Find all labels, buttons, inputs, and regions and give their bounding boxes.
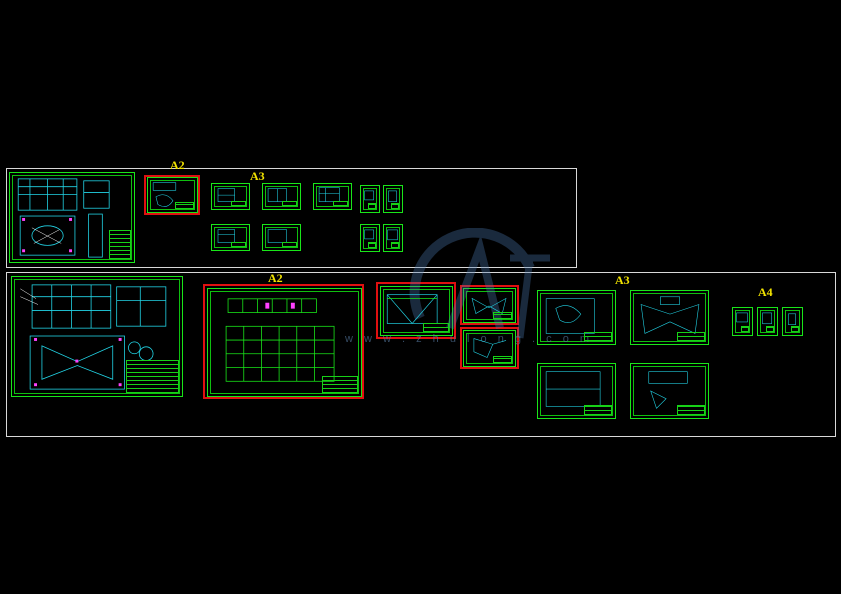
drawing-lines <box>20 284 167 390</box>
top-sheet-group-frame <box>6 168 577 268</box>
drawing-sheet-top-a3-2[interactable] <box>262 183 301 210</box>
drawing-lines <box>152 182 177 207</box>
drawing-sheet-bottom-a2-large[interactable] <box>207 288 362 397</box>
highlight-box-bottom-a2-4 <box>460 327 519 369</box>
drawing-lines <box>217 188 235 202</box>
drawing-lines <box>364 229 374 240</box>
drawing-lines <box>386 294 438 324</box>
title-block <box>676 331 705 341</box>
drawing-lines <box>473 338 507 358</box>
title-block <box>422 323 449 332</box>
drawing-sheet-bottom-a3-4[interactable] <box>630 363 709 419</box>
drawing-lines <box>217 229 235 243</box>
drawing-lines <box>545 298 595 334</box>
drawing-sheet-top-a2[interactable] <box>147 177 198 213</box>
drawing-sheet-bottom-a3-1[interactable] <box>537 290 616 345</box>
drawing-lines <box>17 178 110 258</box>
title-block <box>740 326 749 332</box>
drawing-lines <box>762 312 772 325</box>
title-block <box>583 405 612 415</box>
watermark-url: w w w . z h u l o n g . c o m <box>345 333 594 345</box>
drawing-lines <box>267 188 287 202</box>
drawing-lines <box>267 229 287 243</box>
size-label-bottom-a4: A4 <box>758 285 773 299</box>
drawing-sheet-top-a4-1[interactable] <box>360 185 380 213</box>
highlight-box-bottom-a2-3 <box>460 285 519 325</box>
title-block <box>126 360 179 393</box>
drawing-lines <box>225 298 335 382</box>
drawing-lines <box>736 312 748 323</box>
size-label-bottom-a2: A2 <box>268 271 283 285</box>
highlight-box-top-a2 <box>144 175 200 215</box>
drawing-lines <box>545 371 601 407</box>
drawing-sheet-bottom-a4-2[interactable] <box>757 307 778 336</box>
title-block <box>282 241 297 247</box>
drawing-sheet-bottom-a2-2[interactable] <box>380 286 453 336</box>
drawing-sheet-bottom-a2-3[interactable] <box>463 288 516 323</box>
drawing-sheet-top-main[interactable] <box>9 172 135 263</box>
title-block <box>790 326 799 332</box>
bottom-sheet-group-frame <box>6 272 836 437</box>
drawing-lines <box>318 187 340 202</box>
drawing-sheet-bottom-a4-3[interactable] <box>782 307 803 336</box>
title-block <box>367 242 376 248</box>
drawing-sheet-bottom-main[interactable] <box>11 276 183 397</box>
title-block <box>175 202 194 209</box>
title-block <box>583 331 612 341</box>
title-block <box>231 241 246 247</box>
title-block <box>322 376 358 393</box>
drawing-sheet-bottom-a3-2[interactable] <box>630 290 709 345</box>
title-block <box>109 230 131 259</box>
drawing-sheet-bottom-a3-3[interactable] <box>537 363 616 419</box>
drawing-sheet-bottom-a2-4[interactable] <box>463 330 516 367</box>
drawing-lines <box>788 313 796 325</box>
drawing-lines <box>648 371 688 409</box>
drawing-lines <box>364 190 374 201</box>
title-block <box>492 356 512 363</box>
title-block <box>367 203 376 209</box>
title-block <box>333 200 348 206</box>
highlight-box-bottom-a2-2 <box>376 282 456 339</box>
drawing-sheet-top-a4-2[interactable] <box>383 185 403 213</box>
size-label-bottom-a3: A3 <box>615 273 630 287</box>
drawing-sheet-top-a3-4[interactable] <box>211 224 250 251</box>
title-block <box>231 200 246 206</box>
drawing-lines <box>388 190 397 202</box>
highlight-box-bottom-a2-large <box>203 284 364 399</box>
title-block <box>282 200 297 206</box>
drawing-sheet-top-a3-5[interactable] <box>262 224 301 251</box>
title-block <box>676 405 705 415</box>
title-block <box>492 312 512 319</box>
size-label-top-a2: A2 <box>170 158 185 172</box>
drawing-sheet-bottom-a4-1[interactable] <box>732 307 753 336</box>
drawing-sheet-top-a3-1[interactable] <box>211 183 250 210</box>
drawing-sheet-top-a4-4[interactable] <box>383 224 403 252</box>
drawing-sheet-top-a3-3[interactable] <box>313 183 352 210</box>
size-label-top-a3: A3 <box>250 169 265 183</box>
drawing-sheet-top-a4-3[interactable] <box>360 224 380 252</box>
title-block <box>390 242 399 248</box>
title-block <box>765 326 774 332</box>
title-block <box>390 203 399 209</box>
drawing-lines <box>387 229 398 241</box>
watermark-logo-icon <box>409 228 550 339</box>
